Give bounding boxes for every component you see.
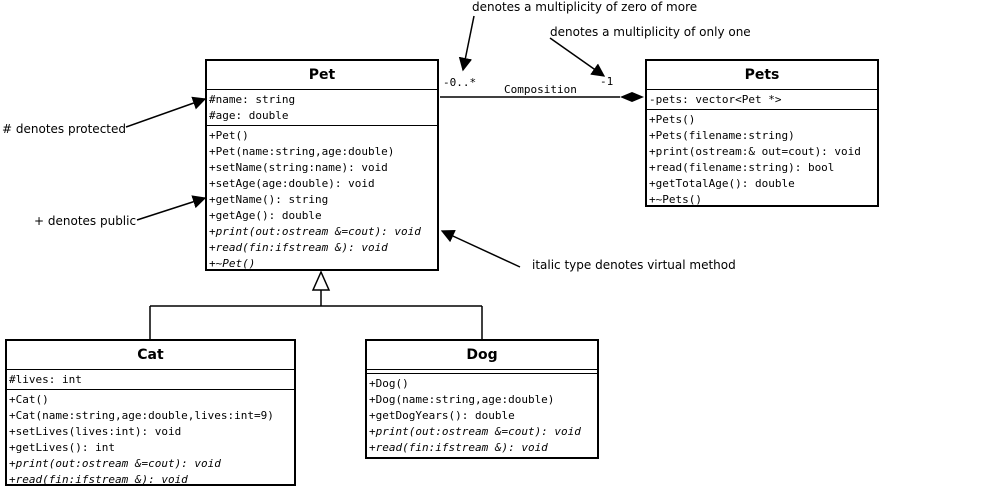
method: +Pets() bbox=[649, 113, 696, 126]
method: +~Pets() bbox=[649, 193, 702, 206]
method: +getLives(): int bbox=[9, 441, 115, 454]
multiplicity-pets-end: -1 bbox=[600, 75, 614, 88]
method: +read(filename:string): bool bbox=[649, 161, 835, 174]
method: +Pet() bbox=[209, 129, 249, 142]
attribute: -pets: vector<Pet *> bbox=[649, 93, 782, 106]
method: +setLives(lives:int): void bbox=[9, 425, 182, 438]
method: +getDogYears(): double bbox=[369, 409, 515, 422]
methods-section: +Cat() +Cat(name:string,age:double,lives… bbox=[7, 390, 294, 489]
attribute: #name: string bbox=[209, 93, 296, 106]
class-name: Pet bbox=[207, 61, 437, 90]
note-arrow-protected bbox=[125, 96, 207, 128]
methods-section: +Pets() +Pets(filename:string) +print(os… bbox=[647, 110, 877, 209]
attribute: #age: double bbox=[209, 109, 289, 122]
virtual-method: +~Pet() bbox=[209, 257, 256, 270]
note-public: + denotes public bbox=[34, 214, 137, 228]
note-arrow-only-one bbox=[549, 37, 606, 77]
method: +Pets(filename:string) bbox=[649, 129, 795, 142]
virtual-method: +print(out:ostream &=cout): void bbox=[369, 425, 581, 438]
note-arrow-zero-or-more bbox=[458, 15, 475, 72]
class-name: Dog bbox=[367, 341, 597, 370]
virtual-method: +read(fin:ifstream &): void bbox=[209, 241, 388, 254]
class-pets: Pets -pets: vector<Pet *> +Pets() +Pets(… bbox=[645, 59, 879, 207]
method: +Dog() bbox=[369, 377, 409, 390]
method: +print(ostream:& out=cout): void bbox=[649, 145, 861, 158]
class-name: Cat bbox=[7, 341, 294, 370]
method: +Dog(name:string,age:double) bbox=[369, 393, 555, 406]
note-multiplicity-zero-or-more: denotes a multiplicity of zero of more bbox=[472, 0, 698, 14]
composition-diamond bbox=[620, 92, 644, 102]
virtual-method: +print(out:ostream &=cout): void bbox=[209, 225, 421, 238]
method: +setName(string:name): void bbox=[209, 161, 388, 174]
attributes-section bbox=[367, 370, 597, 374]
note-arrow-public bbox=[136, 195, 207, 221]
attributes-section: #name: string #age: double bbox=[207, 90, 437, 126]
class-cat: Cat #lives: int +Cat() +Cat(name:string,… bbox=[5, 339, 296, 486]
method: +getTotalAge(): double bbox=[649, 177, 795, 190]
method: +Cat() bbox=[9, 393, 49, 406]
composition-label: Composition bbox=[504, 83, 577, 96]
note-protected: # denotes protected bbox=[2, 122, 126, 136]
note-multiplicity-only-one: denotes a multiplicity of only one bbox=[550, 25, 751, 39]
class-pet: Pet #name: string #age: double +Pet() +P… bbox=[205, 59, 439, 271]
inheritance-triangle bbox=[311, 270, 331, 291]
attribute: #lives: int bbox=[9, 373, 82, 386]
note-arrow-virtual bbox=[440, 229, 521, 268]
method: +Pet(name:string,age:double) bbox=[209, 145, 395, 158]
method: +getName(): string bbox=[209, 193, 329, 206]
attributes-section: -pets: vector<Pet *> bbox=[647, 90, 877, 110]
class-dog: Dog +Dog() +Dog(name:string,age:double) … bbox=[365, 339, 599, 459]
virtual-method: +print(out:ostream &=cout): void bbox=[9, 457, 221, 470]
virtual-method: +read(fin:ifstream &): void bbox=[369, 441, 548, 454]
methods-section: +Dog() +Dog(name:string,age:double) +get… bbox=[367, 374, 597, 457]
method: +getAge(): double bbox=[209, 209, 322, 222]
methods-section: +Pet() +Pet(name:string,age:double) +set… bbox=[207, 126, 437, 273]
class-name: Pets bbox=[647, 61, 877, 90]
virtual-method: +read(fin:ifstream &): void bbox=[9, 473, 188, 486]
attributes-section: #lives: int bbox=[7, 370, 294, 390]
method: +setAge(age:double): void bbox=[209, 177, 375, 190]
note-italic-virtual: italic type denotes virtual method bbox=[532, 258, 736, 272]
method: +Cat(name:string,age:double,lives:int=9) bbox=[9, 409, 274, 422]
multiplicity-pet-end: -0..* bbox=[443, 76, 477, 89]
